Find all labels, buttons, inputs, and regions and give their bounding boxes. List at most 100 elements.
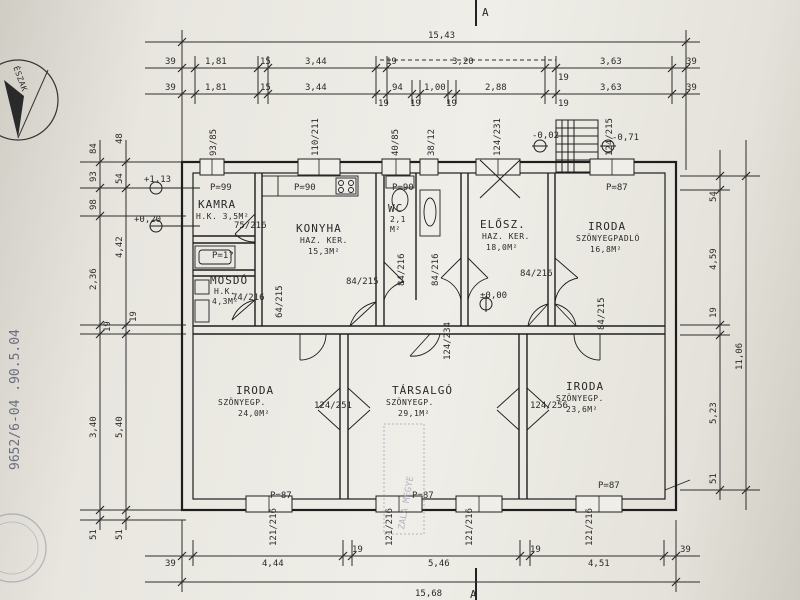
top-dimension-lines <box>145 30 700 170</box>
dim-label: 2,88 <box>485 83 507 93</box>
left-dims-inner: 48 54 4,42 19 5,40 51 <box>115 133 139 540</box>
dim-label: 3,20 <box>452 57 474 67</box>
room-elosz: ELŐSZ. HAZ. KER. 18,0M² <box>480 217 530 252</box>
dim-label: 39 <box>165 57 176 67</box>
level-label: -0,71 <box>612 133 639 143</box>
door-label: 74/216 <box>232 293 265 303</box>
door-label: 124/251 <box>314 401 352 411</box>
door-swings <box>231 213 691 491</box>
door-label: 121/216 <box>269 508 279 546</box>
windows <box>199 158 635 513</box>
dim-label: 19 <box>446 99 457 109</box>
door-label: 84/216 <box>431 253 441 286</box>
level-label: ±0,00 <box>480 291 507 301</box>
room-mosdo: MOSDÓ H.K. 4,3M² <box>210 274 247 306</box>
dim-label: 19 <box>558 99 569 109</box>
dim-label: 5,46 <box>428 559 450 569</box>
window-size: 93/85 <box>209 129 219 156</box>
dim-label: 51 <box>115 529 125 540</box>
room-wc: WC 2,1 M² <box>388 202 406 234</box>
dim-label: 4,44 <box>262 559 284 569</box>
dim-label: 94 <box>392 83 403 93</box>
level-label: +0,20 <box>134 215 161 225</box>
bottom-dimension-lines <box>145 520 700 592</box>
door-size-labels: 75/216 84/215 84/216 84/216 84/216 74/21… <box>232 221 607 546</box>
dim-label: 3,40 <box>89 416 99 438</box>
window-size: 110/211 <box>311 118 321 156</box>
room-name: IRODA <box>588 220 626 233</box>
dim-label: 5,40 <box>115 416 125 438</box>
room-kamra: KAMRA H.K. 3,5M² <box>196 198 249 221</box>
room-konyha: KONYHA HAZ. KER. 15,3M² <box>296 222 348 256</box>
entrance-door-symbol <box>479 159 521 199</box>
dim-label: 54 <box>709 191 719 202</box>
dim-label: 19 <box>530 545 541 555</box>
dim-label: 2,36 <box>89 268 99 290</box>
section-marker-top: A <box>475 0 490 26</box>
dim-label: 39 <box>680 545 691 555</box>
room-sub: H.K. 3,5M² <box>196 212 249 221</box>
room-area: 16,8M² <box>590 245 622 254</box>
door-label: 121/216 <box>465 508 475 546</box>
corner-stamp <box>0 513 47 583</box>
section-label-bottom: A <box>470 588 478 600</box>
door-label: 75/216 <box>234 221 267 231</box>
window-parapet: P=90 <box>392 183 414 193</box>
dim-label: 3,63 <box>600 57 622 67</box>
room-sub: HAZ. KER. <box>482 232 530 241</box>
dim-label: 19 <box>129 311 139 322</box>
room-sub: HAZ. KER. <box>300 236 348 245</box>
bottom-dims: 39 4,44 19 5,46 19 4,51 39 <box>165 545 691 569</box>
window-parapet: P=1? <box>212 251 234 261</box>
door-label: 84/216 <box>520 269 553 279</box>
dim-label: 19 <box>709 307 719 318</box>
window-parapet: P=87 <box>270 491 292 501</box>
room-name: TÁRSALGÓ <box>392 384 453 397</box>
dim-label: 15 <box>260 57 271 67</box>
total-height-right: 11,06 <box>735 343 745 370</box>
dim-label: 19 <box>558 73 569 83</box>
window-labels: P=99 P=90 P=90 P=87 P=87 P=87 P=87 P=1? <box>210 183 628 501</box>
dim-label: 84 <box>89 143 99 154</box>
room-area: 4,3M² <box>212 297 239 306</box>
dim-label: 15 <box>260 83 271 93</box>
dim-label: 93 <box>89 171 99 182</box>
room-sub: 2,1 <box>390 215 406 224</box>
room-area: 29,1M² <box>398 409 430 418</box>
top-dims-row1: 39 1,81 15 3,44 19 3,20 19 3,63 39 <box>165 57 697 83</box>
window-mullions <box>211 159 613 512</box>
room-name: IRODA <box>236 384 274 397</box>
level-label: +1,13 <box>144 175 171 185</box>
north-arrow: ÉSZAK <box>0 59 59 141</box>
left-dimension-lines <box>80 140 186 530</box>
door-label: 124/234 <box>443 322 453 360</box>
level-markers <box>149 139 616 312</box>
dim-label: 19 <box>103 321 113 332</box>
level-label: -0,02 <box>532 131 559 141</box>
room-name: IRODA <box>566 380 604 393</box>
dim-label: 54 <box>115 173 125 184</box>
room-sub: SZÖNYEGP. <box>218 397 266 407</box>
dim-label: 19 <box>410 99 421 109</box>
dim-label: 4,59 <box>709 248 719 270</box>
door-label: 84/215 <box>346 277 379 287</box>
dim-label: 19 <box>386 57 397 67</box>
room-name: KAMRA <box>198 198 236 211</box>
room-name: ELŐSZ. <box>480 217 526 231</box>
room-sub: SZÖNYEGPADLÓ <box>576 232 640 243</box>
dim-label: 51 <box>89 529 99 540</box>
window-parapet: P=90 <box>294 183 316 193</box>
window-parapet: P=99 <box>210 183 232 193</box>
room-sub: SZÖNYEGP. <box>556 393 604 403</box>
level-labels: +1,13 +0,20 ±0,00 -0,02 -0,71 <box>134 131 639 301</box>
washroom-fixtures <box>194 245 236 323</box>
room-iroda-left: IRODA SZÖNYEGP. 24,0M² <box>218 384 274 418</box>
dim-label: 51 <box>709 473 719 484</box>
room-iroda-right: IRODA SZÖNYEGP. 23,6M² <box>556 380 604 414</box>
dim-label: 98 <box>89 199 99 210</box>
dim-label: 4,42 <box>115 236 125 258</box>
section-label-top: A <box>482 6 490 19</box>
kitchen-counter <box>261 175 359 197</box>
room-tarsalgo: TÁRSALGÓ SZÖNYEGP. 29,1M² <box>386 384 453 418</box>
